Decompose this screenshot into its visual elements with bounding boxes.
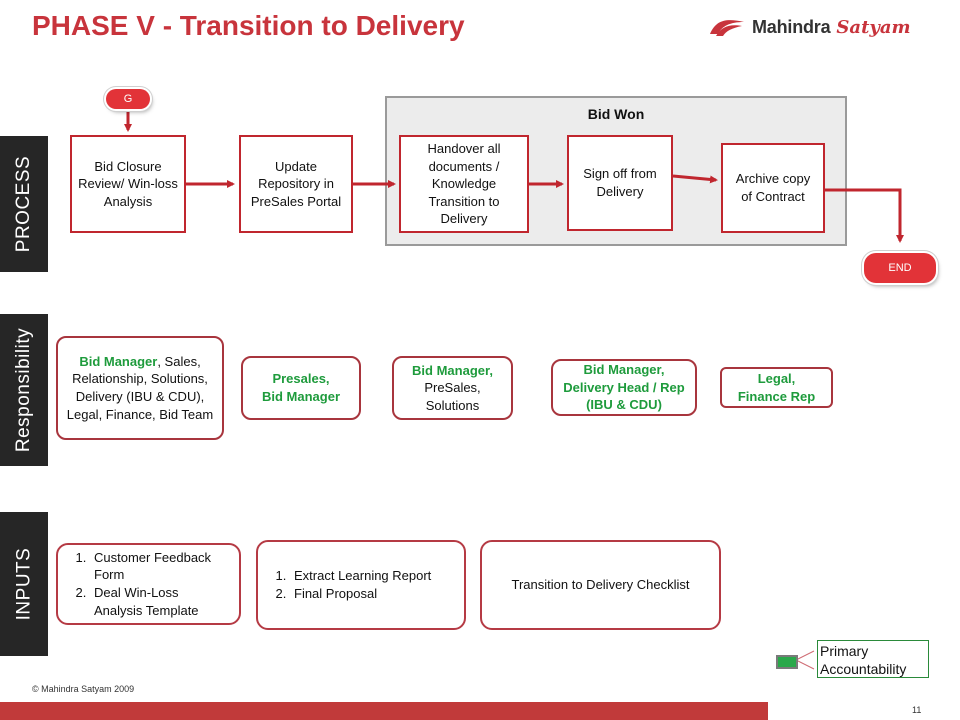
sidebar-inputs: INPUTS <box>0 512 48 656</box>
company-logo: Mahindra Satyam <box>708 14 930 40</box>
primary-accountable: Bid Manager, Delivery Head / Rep (IBU & … <box>563 362 685 413</box>
process-step-archive-contract: Archive copy of Contract <box>721 143 825 233</box>
arrow-step4-to-step5 <box>672 174 718 184</box>
input-box-feedback: Customer Feedback Form Deal Win-Loss Ana… <box>56 543 241 625</box>
logo-word-satyam: Satyam <box>836 16 911 38</box>
logo-word-mahindra: Mahindra <box>752 16 831 37</box>
responsibility-archive: Legal, Finance Rep <box>720 367 833 408</box>
input-item: Deal Win-Loss Analysis Template <box>90 584 229 619</box>
responsibility-text: Bid Manager, PreSales, Solutions <box>400 362 505 415</box>
other-responsible: PreSales, Solutions <box>424 380 481 413</box>
process-step-handover: Handover all documents / Knowledge Trans… <box>399 135 529 233</box>
page-number: 11 <box>912 705 922 715</box>
arrow-step5-to-end <box>825 188 904 243</box>
input-list: Extract Learning Report Final Proposal <box>268 567 431 602</box>
legend-swatch-icon <box>776 655 798 669</box>
responsibility-update-repository: Presales, Bid Manager <box>241 356 361 420</box>
end-marker: END <box>864 253 936 283</box>
responsibility-text: Bid Manager, Sales, Relationship, Soluti… <box>64 353 216 423</box>
primary-accountable: Legal, Finance Rep <box>737 370 816 404</box>
responsibility-sign-off: Bid Manager, Delivery Head / Rep (IBU & … <box>551 359 697 416</box>
mahindra-logo-icon <box>710 20 744 36</box>
other-responsible: , Sales, Relationship, Solutions, Delive… <box>66 353 214 422</box>
primary-accountable: Presales, Bid Manager <box>261 371 340 404</box>
footer-bar <box>0 702 768 720</box>
process-step-bid-closure: Bid Closure Review/ Win-loss Analysis <box>70 135 186 233</box>
page-title: PHASE V - Transition to Delivery <box>32 10 465 41</box>
input-list: Customer Feedback Form Deal Win-Loss Ana… <box>68 549 229 619</box>
process-step-update-repository: Update Repository in PreSales Portal <box>239 135 353 233</box>
input-box-learning: Extract Learning Report Final Proposal <box>256 540 466 630</box>
flow-arrows <box>124 108 904 243</box>
input-item: Extract Learning Report <box>290 567 431 585</box>
copyright: © Mahindra Satyam 2009 <box>32 684 135 694</box>
input-item: Customer Feedback Form <box>90 549 229 584</box>
input-item: Final Proposal <box>290 585 431 603</box>
legend-primary-accountability: Primary Accountability <box>817 640 929 678</box>
sidebar-responsibility: Responsibility <box>0 314 48 466</box>
legend-arrow <box>795 650 815 670</box>
start-marker-g: G <box>106 89 150 109</box>
sidebar-process: PROCESS <box>0 136 48 272</box>
primary-accountable: Bid Manager, <box>412 362 493 378</box>
input-box-checklist: Transition to Delivery Checklist <box>480 540 721 630</box>
primary-accountable: Bid Manager <box>79 353 158 369</box>
input-item: Transition to Delivery Checklist <box>511 577 690 593</box>
process-step-sign-off: Sign off from Delivery <box>567 135 673 231</box>
responsibility-bid-closure: Bid Manager, Sales, Relationship, Soluti… <box>56 336 224 440</box>
bid-won-title: Bid Won <box>587 106 645 122</box>
responsibility-handover: Bid Manager, PreSales, Solutions <box>392 356 513 420</box>
